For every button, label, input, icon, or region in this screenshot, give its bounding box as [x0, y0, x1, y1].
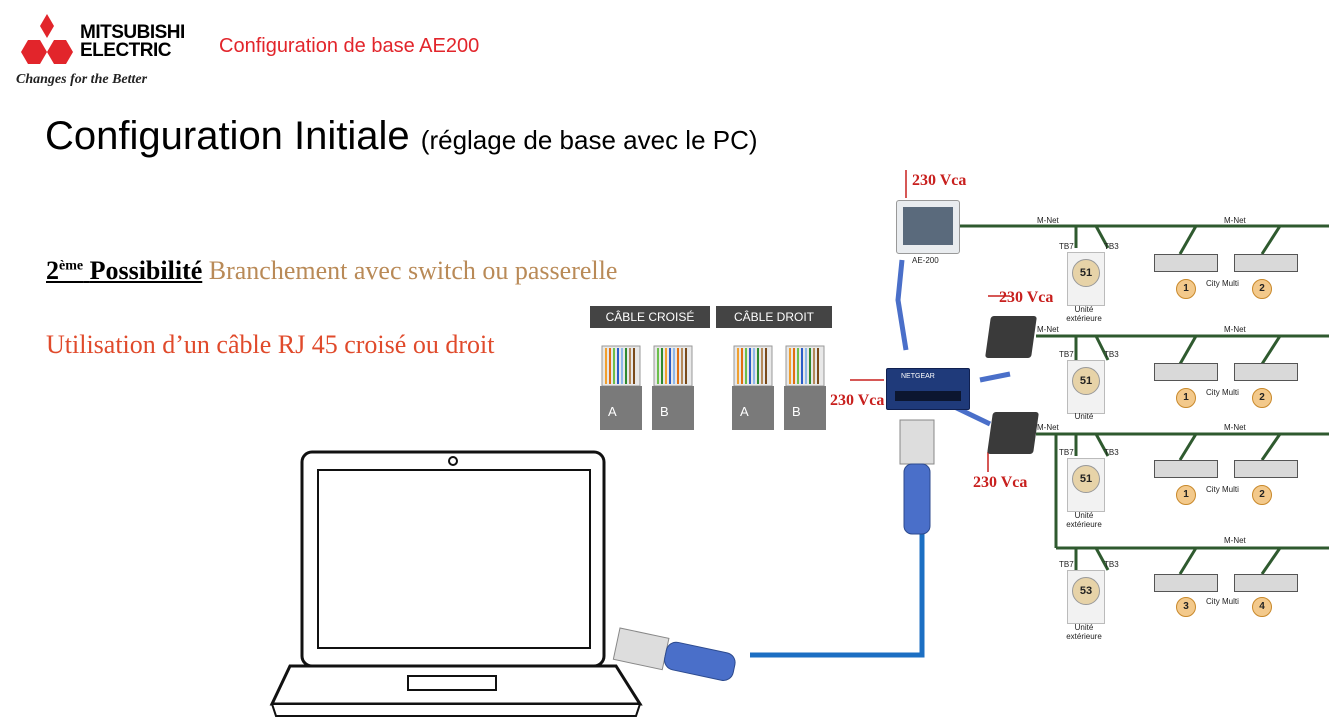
plug-a-label: A	[740, 404, 749, 419]
indoor-unit-number: 2	[1252, 388, 1272, 408]
page-title-main: Configuration Initiale	[45, 114, 410, 158]
indoor-unit-number: 2	[1252, 485, 1272, 505]
mnet-label: M-Net	[1224, 423, 1246, 432]
outdoor-unit-number: 51	[1072, 259, 1100, 287]
straight-cable-tab: CÂBLE DROIT	[716, 306, 832, 328]
outdoor-unit: 53	[1067, 570, 1105, 624]
brand-tagline: Changes for the Better	[16, 72, 148, 87]
unit-label: Unité	[1074, 412, 1094, 421]
plug-b-label: B	[660, 404, 669, 419]
tb3-label: TB3	[1104, 242, 1119, 251]
tb3-label: TB3	[1104, 448, 1119, 457]
plug-b-label: B	[792, 404, 801, 419]
city-multi-label: City Multi	[1206, 279, 1239, 288]
tb3-label: TB3	[1104, 560, 1119, 569]
mitsubishi-diamonds-icon	[21, 14, 73, 64]
page-title-sub: (réglage de base avec le PC)	[420, 125, 758, 155]
outdoor-unit-label: Unité extérieure	[1066, 623, 1102, 641]
straight-cable-plugs: A B	[728, 340, 838, 436]
network-switch: NETGEAR	[886, 368, 970, 410]
cable-usage-text: Utilisation d’un câble RJ 45 croisé ou d…	[46, 330, 495, 359]
indoor-unit-number: 1	[1176, 485, 1196, 505]
gateway-2	[987, 412, 1039, 454]
ethernet-cable	[612, 419, 935, 681]
indoor-unit	[1234, 254, 1298, 272]
power-label-gateway1: 230 Vca	[999, 289, 1054, 306]
network-wiring	[850, 170, 1329, 575]
outdoor-unit-number: 51	[1072, 465, 1100, 493]
possibility-number: 2	[46, 256, 59, 285]
mnet-label: M-Net	[1224, 325, 1246, 334]
outdoor-unit: 51	[1067, 252, 1105, 306]
crossed-cable-plugs: A B	[596, 340, 706, 436]
indoor-unit	[1234, 363, 1298, 381]
indoor-unit	[1154, 363, 1218, 381]
rj45-plug-icon	[600, 345, 694, 430]
city-multi-label: City Multi	[1206, 597, 1239, 606]
city-multi-label: City Multi	[1206, 485, 1239, 494]
outdoor-unit-label: Unité extérieure	[1066, 305, 1102, 323]
header-title: Configuration de base AE200	[219, 35, 480, 57]
crossed-cable-tab: CÂBLE CROISÉ	[590, 306, 710, 328]
switch-ports	[895, 391, 961, 401]
mnet-label: M-Net	[1224, 216, 1246, 225]
outdoor-unit-number: 51	[1072, 367, 1100, 395]
ae200-label: AE-200	[912, 256, 939, 265]
indoor-unit-number: 3	[1176, 597, 1196, 617]
indoor-unit	[1154, 574, 1218, 592]
tb7-label: TB7	[1059, 242, 1074, 251]
rj45-plug-icon	[732, 345, 826, 430]
outdoor-unit: 51	[1067, 458, 1105, 512]
possibility-word: Possibilité	[89, 256, 203, 285]
indoor-unit-number: 1	[1176, 279, 1196, 299]
possibility-heading: 2ème Possibilité Branchement avec switch…	[46, 256, 617, 286]
plug-a-label: A	[608, 404, 617, 419]
tb7-label: TB7	[1059, 448, 1074, 457]
indoor-unit	[1154, 460, 1218, 478]
possibility-number-group: 2ème Possibilité	[46, 256, 202, 285]
mnet-label: M-Net	[1224, 536, 1246, 545]
brand-name-line1: MITSUBISHI	[80, 22, 185, 43]
possibility-sup: ème	[59, 258, 84, 274]
indoor-unit-number: 1	[1176, 388, 1196, 408]
switch-brand-label: NETGEAR	[901, 373, 935, 380]
brand-name-line2: ELECTRIC	[80, 40, 172, 61]
mnet-label: M-Net	[1037, 216, 1059, 225]
mnet-label: M-Net	[1037, 325, 1059, 334]
indoor-unit	[1154, 254, 1218, 272]
indoor-unit-number: 2	[1252, 279, 1272, 299]
outdoor-unit: 51	[1067, 360, 1105, 414]
indoor-unit-number: 4	[1252, 597, 1272, 617]
tb7-label: TB7	[1059, 350, 1074, 359]
indoor-unit	[1234, 460, 1298, 478]
gateway-1	[985, 316, 1037, 358]
laptop-illustration	[269, 450, 643, 717]
tb3-label: TB3	[1104, 350, 1119, 359]
city-multi-label: City Multi	[1206, 388, 1239, 397]
brand-logo: MITSUBISHI ELECTRIC Changes for the Bett…	[16, 14, 206, 90]
outdoor-unit-number: 53	[1072, 577, 1100, 605]
indoor-unit	[1234, 574, 1298, 592]
outdoor-unit-label: Unité extérieure	[1066, 511, 1102, 529]
power-label-switch: 230 Vca	[830, 392, 885, 409]
power-label-ae200: 230 Vca	[912, 172, 967, 189]
mnet-label: M-Net	[1037, 423, 1059, 432]
ae200-controller	[896, 200, 960, 254]
ae200-screen	[903, 207, 953, 245]
page-title: Configuration Initiale (réglage de base …	[45, 114, 758, 159]
power-label-gateway2: 230 Vca	[973, 474, 1028, 491]
tb7-label: TB7	[1059, 560, 1074, 569]
possibility-description: Branchement avec switch ou passerelle	[208, 256, 618, 285]
